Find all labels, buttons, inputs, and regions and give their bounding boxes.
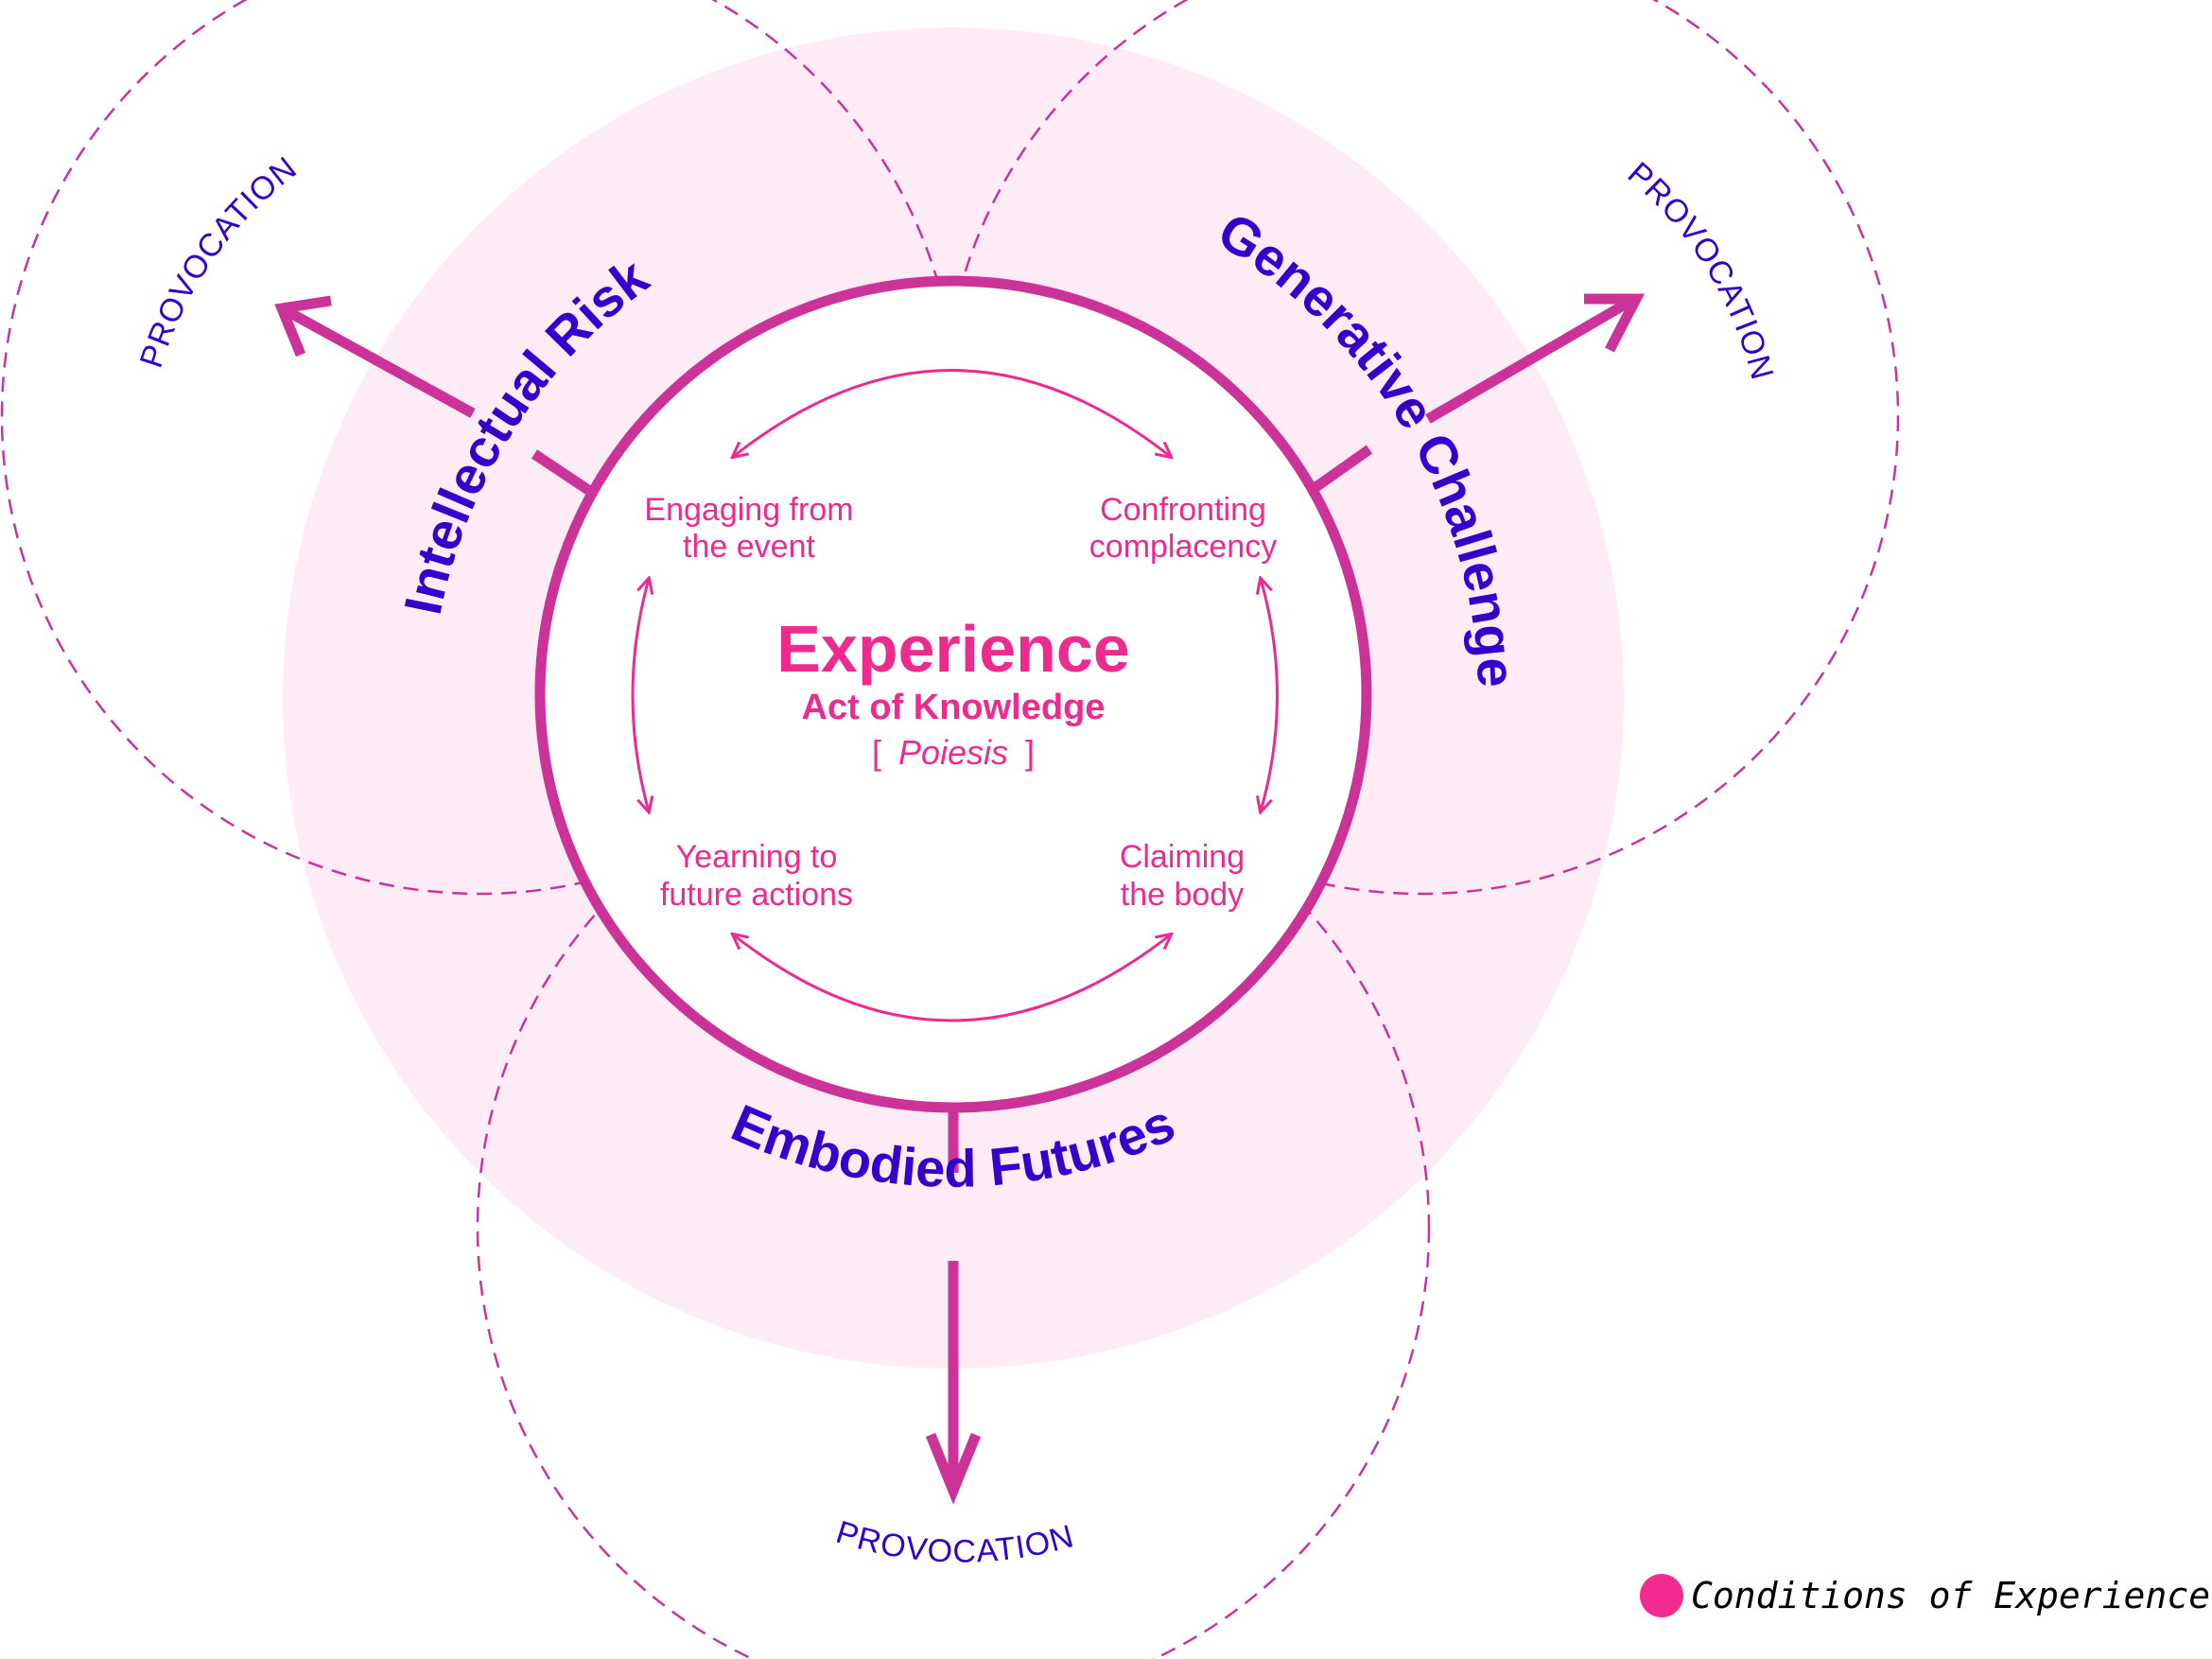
center-title: Experience [776,612,1130,686]
arrow-embodied-futures [925,1112,982,1505]
cycle-step-confronting: Confronting complacency [1089,492,1277,565]
cycle-step-engaging: Engaging from the event [644,492,853,565]
cycle-step-line: future actions [660,877,853,913]
cycle-arrow-bottom [733,934,1171,1022]
center-subtitle: Act of Knowledge [802,688,1106,727]
cycle-step-line: the event [683,529,815,565]
legend-label: Conditions of Experience [1691,1575,2211,1616]
cycle-step-yearning: Yearning to future actions [660,839,853,913]
bracket-open: [ [872,733,881,772]
bracket-close: ] [1025,733,1035,772]
legend-swatch-icon [1640,1574,1683,1617]
cycle-step-line: Confronting [1100,492,1266,528]
cycle-arrow-right [1261,579,1279,812]
cycle-arrow-top [733,369,1171,458]
cycle-step-line: complacency [1089,529,1277,565]
cycle-step-line: the body [1121,877,1244,913]
provocation-text: PROVOCATION [1621,155,1780,384]
provocation-label-left: PROVOCATION [133,149,304,372]
provocation-text: PROVOCATION [832,1514,1077,1570]
cycle-arrow-left [631,579,649,812]
cycle-step-line: Claiming [1120,839,1245,875]
provocation-label-right: PROVOCATION [1621,155,1781,384]
cycle-step-line: Engaging from [644,492,853,528]
provocation-text: PROVOCATION [133,149,303,372]
arrow-intellectual-risk [274,295,592,495]
provocation-label-bottom: PROVOCATION [832,1514,1078,1570]
experience-ring [534,275,1372,1113]
poiesis-term: Poiesis [898,733,1008,772]
legend: Conditions of Experience [1640,1574,2210,1617]
cycle-step-line: Yearning to [676,839,838,875]
center-term: [ Poiesis ] [872,733,1035,772]
arrow-generative-challenge [1311,293,1646,493]
cycle-step-claiming: Claiming the body [1120,839,1245,913]
